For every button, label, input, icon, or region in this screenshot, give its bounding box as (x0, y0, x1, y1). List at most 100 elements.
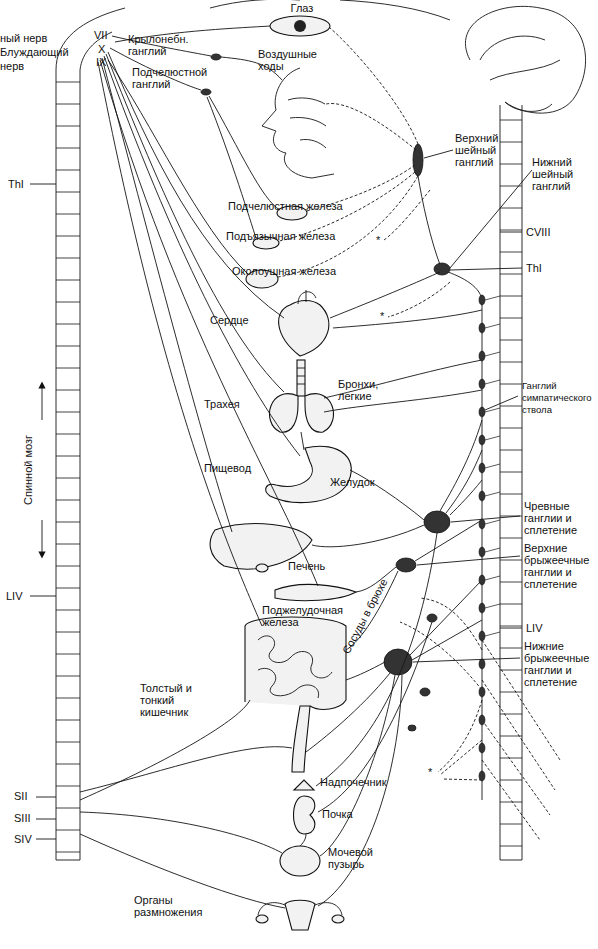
sympathetic-chain-ganglion (479, 323, 485, 333)
spinal-segment (56, 302, 80, 303)
direction-arrow (42, 385, 43, 555)
spinal-segment (56, 676, 80, 677)
organ-drawing (258, 636, 332, 698)
spinal-cord (500, 105, 522, 860)
spinal-segment (500, 494, 522, 495)
spinal-cord (56, 8, 125, 70)
spinal-segment (56, 368, 80, 369)
anatomy-label: Подъязычная железа (226, 230, 356, 242)
spinal-cord (480, 36, 560, 80)
anatomy-label: Сосуды в брюхе (340, 577, 390, 656)
sympathetic-nerve (320, 675, 395, 856)
organ-drawing (292, 706, 310, 772)
spinal-segment (56, 258, 80, 259)
spinal-segment (500, 340, 522, 341)
sympathetic-chain-ganglion (479, 407, 485, 417)
spinal-segment (500, 472, 522, 473)
ganglion (396, 558, 416, 572)
organ-drawing (245, 617, 346, 709)
sympathetic-chain-ganglion (479, 659, 485, 669)
spinal-segment (56, 588, 80, 589)
spinal-segment (500, 516, 522, 517)
anatomy-label: Подчелюстной ганглий (132, 66, 208, 90)
spinal-segment (56, 412, 80, 413)
parasympathetic-nerve (30, 184, 56, 839)
parasympathetic-nerve (209, 96, 280, 210)
anatomy-label: Органы размножения (134, 894, 224, 918)
spinal-segment (56, 346, 80, 347)
spinal-segment (500, 384, 522, 385)
anatomy-label: Нижние брыжеечные ганглии и сплетение (524, 640, 596, 688)
spinal-segment (56, 852, 80, 853)
sympathetic-chain-ganglion (479, 351, 485, 361)
anatomy-label: Толстый и тонкий кишечник (140, 682, 220, 718)
spinal-segment (56, 654, 80, 655)
spinal-segment (56, 742, 80, 743)
spinal-segment (56, 786, 80, 787)
spinal-segment (56, 632, 80, 633)
parasympathetic-nerve (104, 56, 300, 456)
sympathetic-nerve (306, 673, 390, 752)
anatomy-label: Печень (288, 560, 338, 572)
anatomy-label: Верхний шейный ганглий (455, 132, 507, 168)
anatomy-label: Почка (322, 808, 372, 820)
anatomy-label: Пищевод (204, 462, 264, 474)
sympathetic-nerve (330, 28, 418, 144)
spinal-segment (56, 522, 80, 523)
parasympathetic-nerve (80, 812, 282, 853)
organ-drawing (288, 98, 326, 148)
spinal-segment (500, 648, 522, 649)
sympathetic-nerve (330, 272, 440, 318)
sympathetic-chain-ganglion (479, 491, 485, 501)
anatomy-label: Подчелюстная железа (228, 200, 358, 212)
spinal-segment (500, 538, 522, 539)
sympathetic-nerve (438, 700, 482, 772)
spinal-segment (56, 478, 80, 479)
anatomy-label: Нижний шейный ганглий (532, 156, 594, 192)
sympathetic-nerve (318, 622, 432, 812)
direction-arrow (42, 385, 43, 420)
sympathetic-nerve (333, 310, 482, 328)
anatomy-label: LIV (526, 622, 556, 634)
organ-drawing (305, 394, 333, 433)
anatomy-label: Мочевой пузырь (328, 846, 388, 870)
spinal-segment (500, 362, 522, 363)
organ-drawing (262, 68, 334, 178)
anatomy-label: Ганглий симпатического ствола (522, 380, 596, 416)
spinal-segment (500, 186, 522, 187)
sympathetic-chain-ganglion (485, 352, 500, 356)
organ-drawing (294, 796, 315, 834)
spinal-segment (500, 208, 522, 209)
spinal-segment (56, 324, 80, 325)
sympathetic-chain-ganglion (479, 771, 485, 781)
anatomy-label: X (98, 43, 118, 55)
spinal-segment (56, 610, 80, 611)
sympathetic-chain-ganglion (485, 296, 500, 300)
anatomy-label: ThI (8, 178, 34, 190)
sympathetic-chain-ganglion (479, 519, 485, 529)
sympathetic-nerve (312, 525, 424, 547)
sympathetic-nerve (326, 103, 416, 150)
spinal-segment (56, 698, 80, 699)
organ-drawing (275, 584, 356, 600)
ganglion (424, 511, 450, 533)
anatomy-label: Трахея (204, 398, 264, 410)
spinal-segment (500, 824, 522, 825)
direction-arrow (42, 520, 43, 555)
spinal-segment (500, 274, 522, 275)
organ-drawing (266, 446, 352, 502)
spinal-segment (56, 434, 80, 435)
spinal-segment (500, 450, 522, 451)
sympathetic-chain-ganglion (479, 715, 485, 725)
sympathetic-chain-ganglion (479, 687, 485, 697)
spinal-cord (56, 0, 586, 860)
sympathetic-chain-ganglion (485, 380, 500, 384)
anatomy-label: * (380, 310, 390, 322)
organ-drawing (297, 368, 305, 384)
spinal-segment (500, 670, 522, 671)
spinal-segment (56, 170, 80, 171)
anatomy-label: Воздушные ходы (258, 48, 324, 72)
anatomy-label: SII (14, 790, 38, 802)
